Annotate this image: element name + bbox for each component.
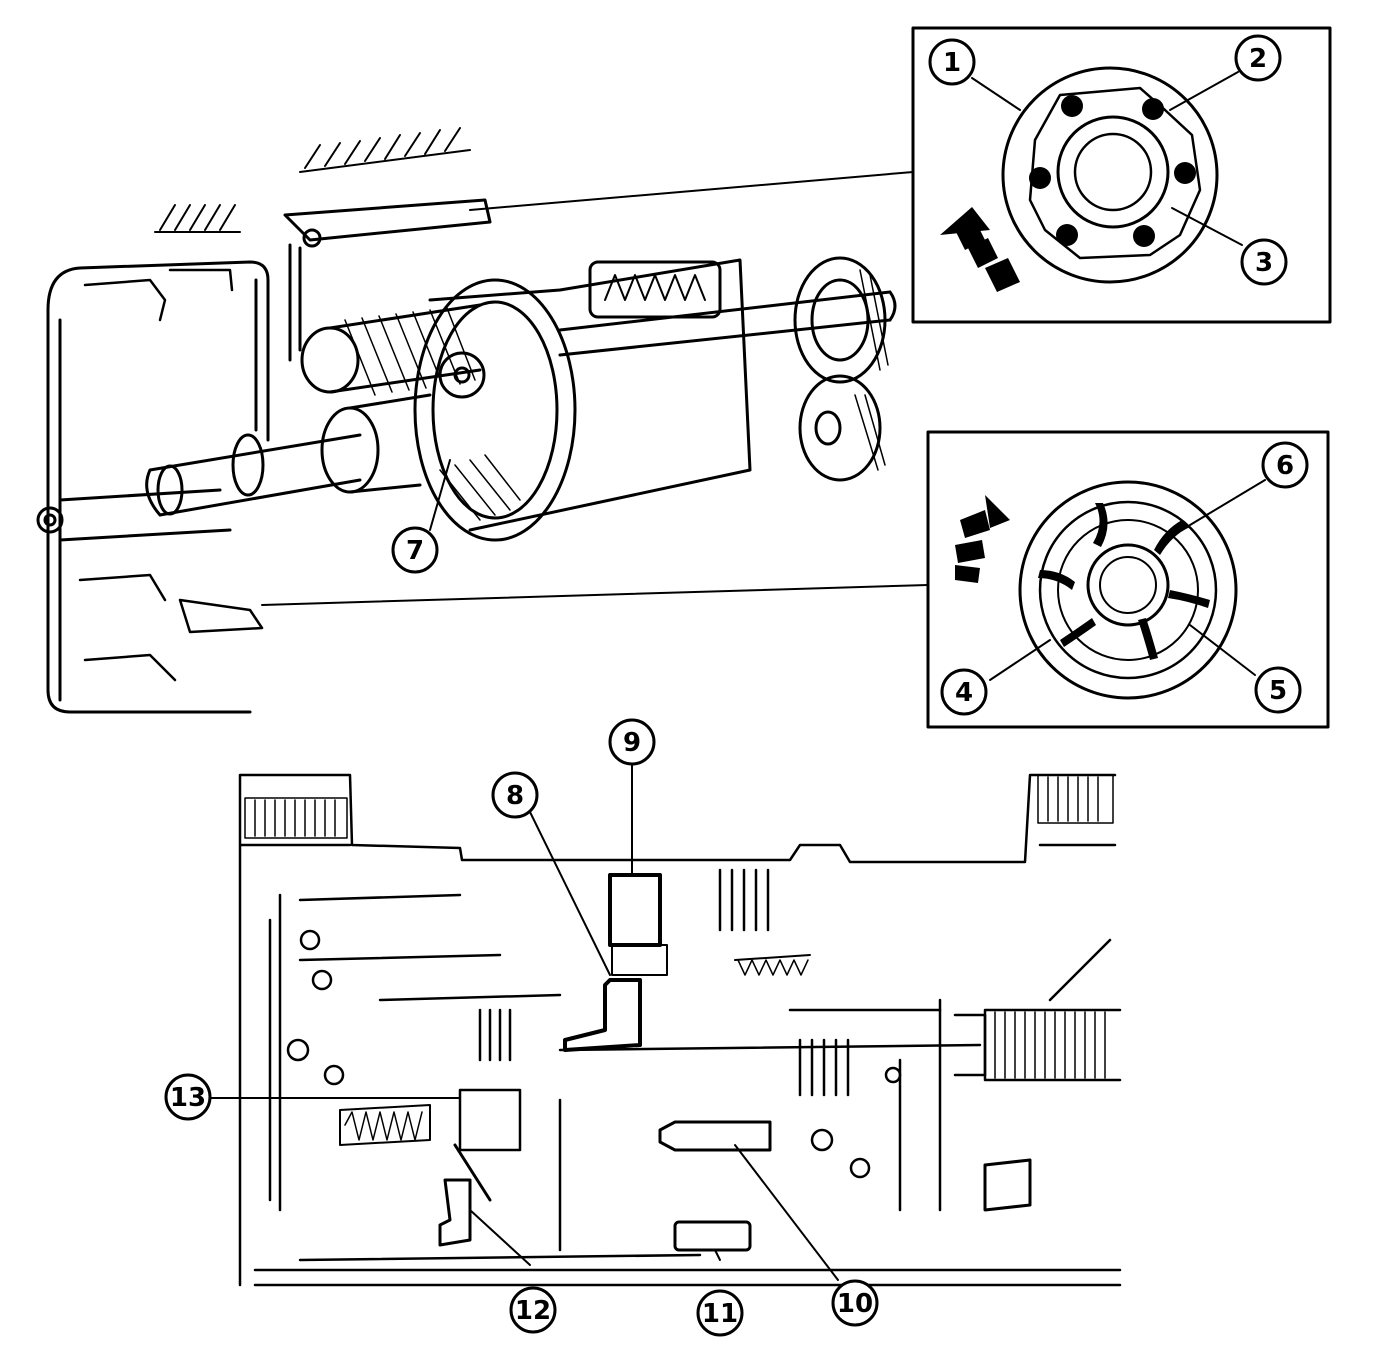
ring-gear-drum bbox=[413, 278, 577, 542]
callout-3: 3 bbox=[1240, 238, 1288, 286]
callout-11: 11 bbox=[696, 1289, 744, 1337]
leader-line-bottom-inset bbox=[261, 584, 929, 606]
callout-number: 2 bbox=[1249, 44, 1267, 74]
callout-number: 6 bbox=[1276, 451, 1294, 481]
part-11 bbox=[673, 1220, 752, 1252]
callout-leaders bbox=[209, 71, 1266, 1281]
callout-number: 11 bbox=[702, 1299, 738, 1329]
callout-circle bbox=[1240, 238, 1288, 286]
callout-circle bbox=[1254, 666, 1302, 714]
output-gear-lower bbox=[798, 374, 882, 482]
rotation-arrow-icon-2 bbox=[955, 495, 1010, 583]
callout-circle bbox=[831, 1279, 879, 1327]
callout-13: 13 bbox=[164, 1073, 212, 1121]
left-frame-brackets bbox=[78, 268, 264, 682]
callout-circle bbox=[940, 668, 988, 716]
left-frame bbox=[46, 260, 270, 714]
callout-circle bbox=[1234, 34, 1282, 82]
callout-number: 4 bbox=[955, 678, 973, 708]
callout-number: 8 bbox=[506, 781, 524, 811]
callout-number: 1 bbox=[943, 48, 961, 78]
callout-2: 2 bbox=[1234, 34, 1282, 82]
callout-circle bbox=[509, 1286, 557, 1334]
callout-number: 5 bbox=[1269, 676, 1287, 706]
exploded-planetary-view bbox=[36, 127, 897, 714]
callout-circle bbox=[491, 771, 539, 819]
output-gear-upper bbox=[793, 256, 887, 384]
leader-line-top-inset bbox=[469, 171, 914, 211]
callout-number: 3 bbox=[1255, 248, 1273, 278]
callout-12: 12 bbox=[509, 1286, 557, 1334]
transmission-cross-section bbox=[238, 773, 1122, 1287]
threads-left bbox=[244, 797, 348, 839]
right-hanger bbox=[283, 198, 492, 362]
callout-circle bbox=[928, 38, 976, 86]
main-shaft bbox=[145, 290, 897, 517]
callout-circle bbox=[1261, 441, 1309, 489]
callout-number: 12 bbox=[515, 1296, 551, 1326]
ground-hatch-right bbox=[299, 127, 471, 173]
callout-4: 4 bbox=[940, 668, 988, 716]
callout-number: 13 bbox=[170, 1083, 206, 1113]
callout-1: 1 bbox=[928, 38, 976, 86]
threads-right bbox=[1037, 774, 1114, 824]
callout-circle bbox=[608, 718, 656, 766]
callout-7: 7 bbox=[391, 526, 439, 574]
callout-circle bbox=[696, 1289, 744, 1337]
rotation-arrow-icon bbox=[940, 207, 1020, 292]
case-outline bbox=[238, 773, 1117, 1287]
spring-block bbox=[588, 260, 722, 319]
callout-number: 9 bbox=[623, 728, 641, 758]
part-12 bbox=[438, 1143, 492, 1247]
outer-race bbox=[1001, 66, 1219, 284]
inner-race bbox=[1056, 115, 1170, 229]
callout-6: 6 bbox=[1261, 441, 1309, 489]
callout-9: 9 bbox=[608, 718, 656, 766]
pinion-gear-upper bbox=[300, 326, 360, 394]
callout-8: 8 bbox=[491, 771, 539, 819]
callout-circle bbox=[164, 1073, 212, 1121]
callout-number: 7 bbox=[406, 536, 424, 566]
frame-pivot bbox=[36, 506, 64, 534]
pinion-gear-lower bbox=[320, 406, 380, 494]
ground-hatch-left bbox=[154, 204, 241, 233]
callout-number: 10 bbox=[837, 1289, 873, 1319]
callout-10: 10 bbox=[831, 1279, 879, 1327]
sprags bbox=[1038, 503, 1210, 660]
shaft-10 bbox=[658, 1120, 772, 1152]
callout-5: 5 bbox=[1254, 666, 1302, 714]
inset-sprag-clutch bbox=[926, 430, 1330, 729]
rollers bbox=[1029, 95, 1196, 247]
callout-circle bbox=[391, 526, 439, 574]
inset-roller-clutch bbox=[911, 26, 1332, 324]
